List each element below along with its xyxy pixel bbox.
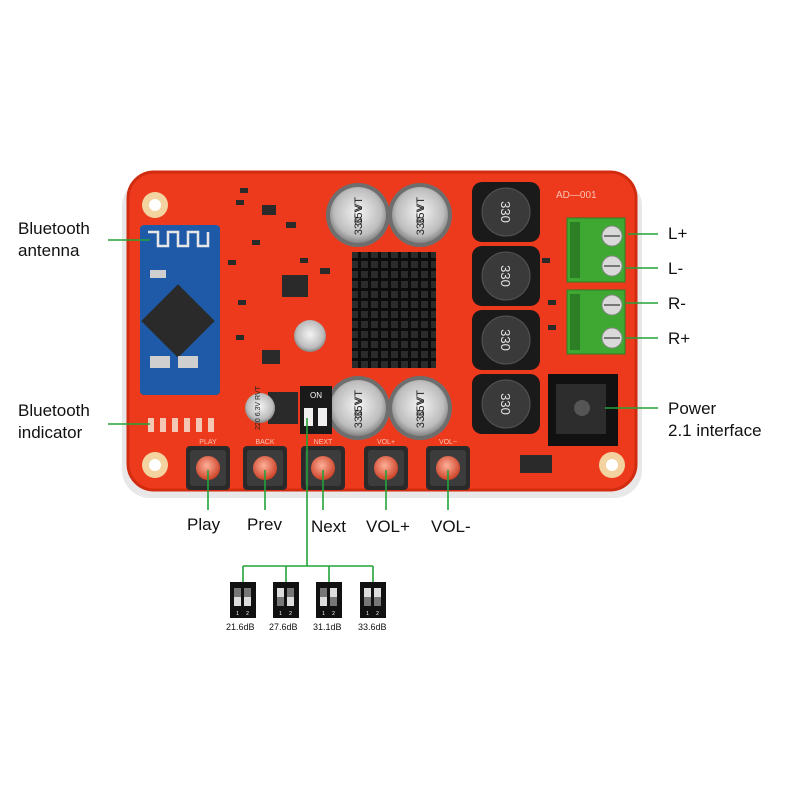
- svg-text:220 6.3V RVT: 220 6.3V RVT: [255, 385, 262, 430]
- tact-button-prev[interactable]: BACK: [243, 439, 287, 490]
- inductor-4: 330: [472, 374, 540, 434]
- bluetooth-module: [140, 225, 220, 395]
- tact-button-volplus[interactable]: VOL+: [364, 439, 408, 490]
- indicator-leds: [148, 418, 214, 432]
- tact-button-next[interactable]: NEXT: [301, 439, 345, 490]
- tact-button-play[interactable]: PLAY: [186, 439, 230, 490]
- heatsink: [352, 252, 436, 368]
- left-minus-label: L-: [668, 259, 684, 278]
- tact-button-volminus[interactable]: VOL−: [426, 439, 470, 490]
- svg-text:BACK: BACK: [255, 439, 274, 446]
- svg-text:2: 2: [289, 611, 292, 617]
- svg-text:1: 1: [279, 611, 282, 617]
- svg-text:VOL+: VOL+: [377, 439, 395, 446]
- svg-text:330: 330: [498, 329, 513, 351]
- svg-text:1: 1: [366, 611, 369, 617]
- bluetooth-indicator-label-line2: indicator: [18, 423, 83, 442]
- capacitor-text: 33035VVT: [415, 390, 427, 428]
- smd-parts: [228, 188, 556, 473]
- svg-text:1: 1: [236, 611, 239, 617]
- speaker-terminal-left: [566, 217, 626, 283]
- bluetooth-chip: [141, 284, 215, 358]
- capacitor-1: 33035VVT: [326, 183, 390, 247]
- speaker-terminal-right: [566, 289, 626, 355]
- antenna-trace: [148, 230, 210, 248]
- capacitor-text: 33035VVT: [353, 390, 365, 428]
- capacitor-4: 33035VVT: [388, 376, 452, 440]
- gain-label-3: 31.1dB: [313, 622, 342, 632]
- bluetooth-antenna-label-line2: antenna: [18, 241, 80, 260]
- model-mark: AD—001: [556, 190, 597, 201]
- svg-text:PLAY: PLAY: [199, 439, 217, 446]
- power-jack: [548, 374, 618, 446]
- svg-text:VOL−: VOL−: [439, 439, 457, 446]
- board-dip-switch: ON: [300, 386, 332, 434]
- power-label: Power 2.1 interface: [668, 398, 762, 442]
- capacitor-2: 33035VVT: [388, 183, 452, 247]
- next-label: Next: [311, 517, 346, 536]
- power-label-line1: Power: [668, 399, 717, 418]
- svg-text:2: 2: [332, 611, 335, 617]
- mounting-holes: [142, 192, 625, 478]
- svg-text:ON: ON: [310, 391, 322, 400]
- svg-text:1: 1: [322, 611, 325, 617]
- bluetooth-antenna-label-line1: Bluetooth: [18, 219, 90, 238]
- small-capacitor: 220 6.3V RVT: [245, 385, 275, 430]
- callout-lines: [108, 233, 658, 582]
- vol-plus-label: VOL+: [366, 517, 410, 536]
- left-plus-label: L+: [668, 224, 688, 243]
- svg-text:330: 330: [498, 265, 513, 287]
- svg-text:2: 2: [376, 611, 379, 617]
- play-label: Play: [187, 515, 221, 534]
- bluetooth-antenna-label: Bluetooth antenna: [18, 218, 90, 262]
- svg-text:330: 330: [498, 201, 513, 223]
- bluetooth-indicator-label-line1: Bluetooth: [18, 401, 90, 420]
- gain-label-1: 21.6dB: [226, 622, 255, 632]
- inductor-1: 330: [472, 182, 540, 242]
- capacitor-text: 33035VVT: [415, 197, 427, 235]
- svg-text:330: 330: [498, 393, 513, 415]
- svg-text:2: 2: [246, 611, 249, 617]
- right-minus-label: R-: [668, 294, 686, 313]
- vol-minus-label: VOL-: [431, 517, 471, 536]
- power-label-line2: 2.1 interface: [668, 421, 762, 440]
- inductor-3: 330: [472, 310, 540, 370]
- bluetooth-indicator-label: Bluetooth indicator: [18, 400, 90, 444]
- gain-label-4: 33.6dB: [358, 622, 387, 632]
- inductor-2: 330: [472, 246, 540, 306]
- gain-label-2: 27.6dB: [269, 622, 298, 632]
- svg-text:NEXT: NEXT: [314, 439, 333, 446]
- prev-label: Prev: [247, 515, 282, 534]
- capacitor-text: 33035VVT: [353, 197, 365, 235]
- capacitor-3: 33035VVT: [326, 376, 390, 440]
- capacitor-100: [294, 320, 326, 352]
- right-plus-label: R+: [668, 329, 691, 348]
